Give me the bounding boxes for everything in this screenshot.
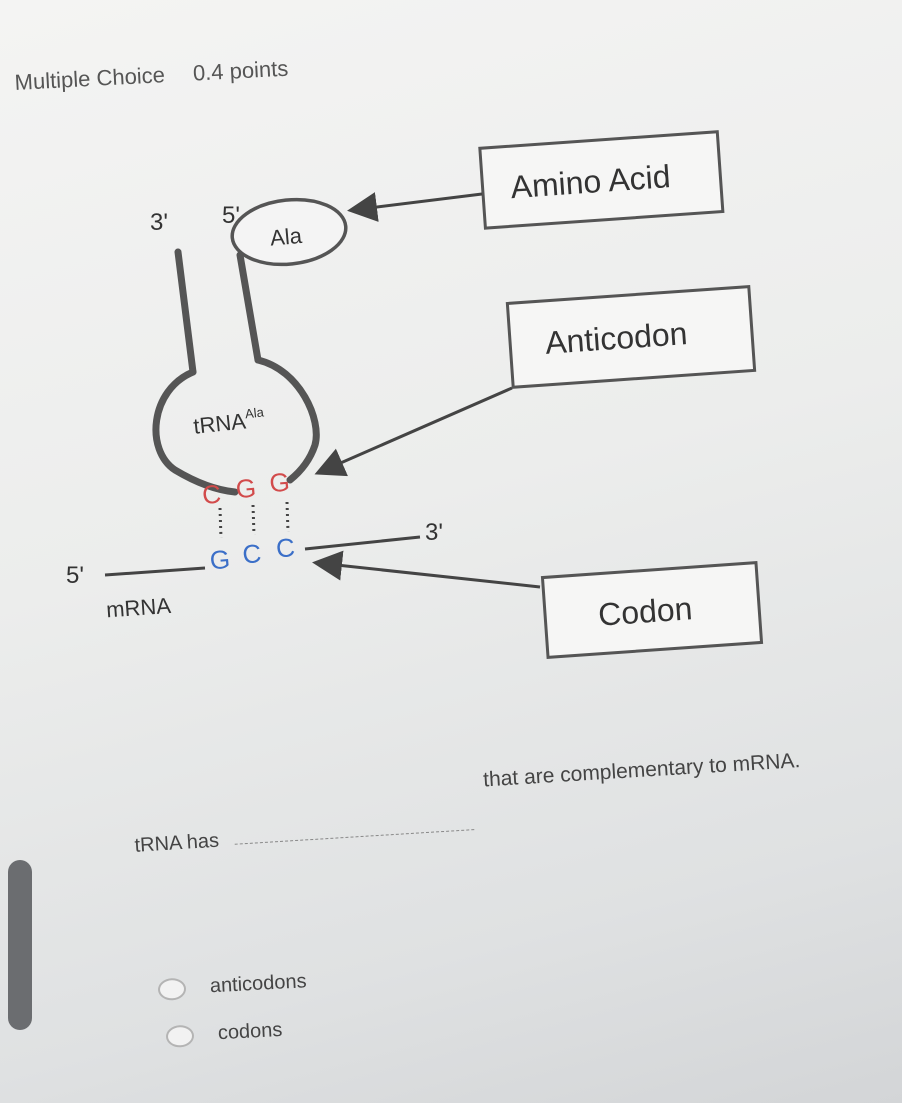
trna-3prime-arm — [174, 248, 197, 376]
codon-bases: G C C — [209, 532, 297, 576]
anticodon-bases: C G G — [201, 467, 291, 511]
codon-base: C — [241, 538, 262, 570]
anticodon-base: G — [235, 473, 258, 505]
codon-base: G — [209, 544, 232, 576]
codon-box-label: Codon — [597, 590, 694, 632]
answer-blank — [234, 829, 475, 845]
trna-3prime-label: 3' — [150, 209, 168, 236]
question-suffix: that are complementary to mRNA. — [482, 749, 801, 792]
amino-acid-label: Ala — [269, 223, 304, 251]
codon-box — [540, 561, 764, 659]
base-pair-bonds — [218, 501, 290, 539]
mrna-strand-left — [104, 566, 206, 577]
trna-5prime-arm — [236, 251, 262, 364]
radio-button[interactable] — [157, 977, 187, 1001]
option-anticodons[interactable]: anticodons — [157, 970, 307, 1001]
trna-loop — [152, 356, 320, 496]
question-prefix: tRNA has — [133, 829, 220, 857]
trna-diagram: Ala 3' 5' tRNAAla C G G G C C 5' 3' mRNA… — [66, 130, 764, 659]
radio-button[interactable] — [165, 1024, 195, 1048]
option-label: codons — [217, 1018, 283, 1045]
amino-acid-ellipse — [230, 197, 348, 267]
trna-5prime-label: 5' — [222, 202, 240, 229]
amino-acid-box — [478, 130, 725, 230]
mrna-3prime-label: 3' — [425, 519, 443, 546]
amino-acid-arrow — [347, 192, 483, 222]
mrna-label: mRNA — [105, 593, 172, 622]
option-label: anticodons — [209, 970, 308, 998]
mrna-strand-right — [304, 535, 421, 551]
anticodon-base: C — [201, 479, 222, 511]
scrollbar[interactable] — [8, 860, 32, 1030]
anticodon-arrow — [314, 386, 513, 477]
anticodon-base: G — [268, 467, 291, 499]
mrna-5prime-label: 5' — [66, 562, 84, 589]
anticodon-box — [505, 284, 757, 389]
option-codons[interactable]: codons — [165, 1019, 283, 1048]
trna-label: tRNAAla — [192, 404, 267, 438]
codon-arrow — [312, 550, 541, 589]
codon-base: C — [275, 532, 296, 564]
